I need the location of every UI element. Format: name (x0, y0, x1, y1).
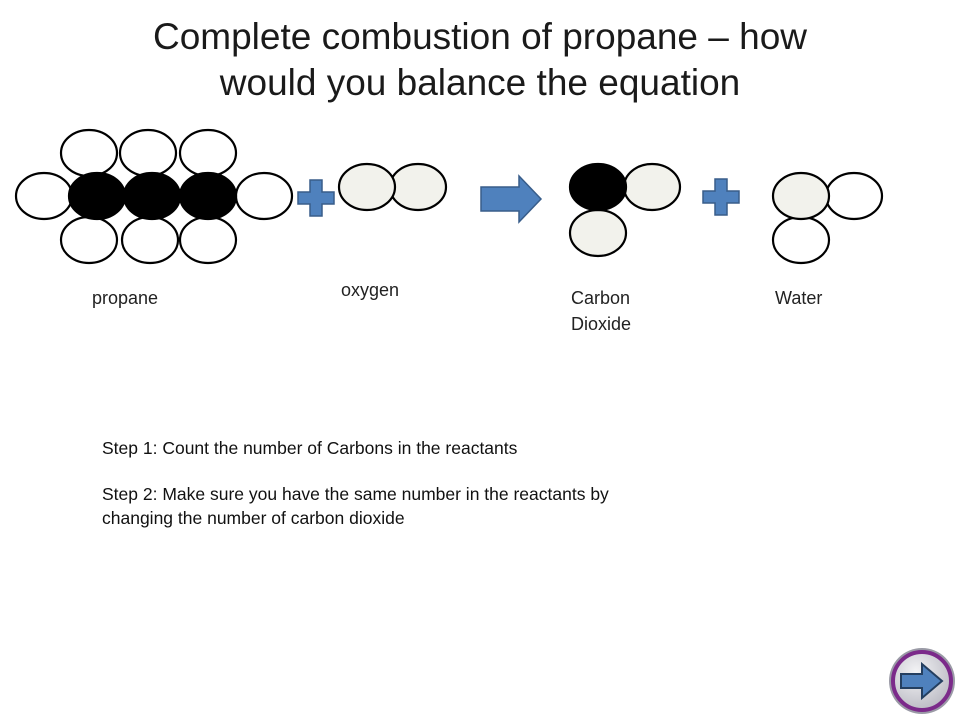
carbon-atom (178, 171, 238, 221)
hydrogen-atom (178, 128, 238, 178)
plus-icon (702, 178, 740, 216)
hydrogen-atom (59, 215, 119, 265)
carbon-dioxide-label: Carbon Dioxide (571, 285, 631, 337)
oxygen-atom (388, 162, 448, 212)
step-1-text: Step 1: Count the number of Carbons in t… (102, 438, 518, 458)
carbon-atom (568, 162, 628, 212)
carbon-dioxide-label-line-1: Carbon (571, 288, 631, 308)
hydrogen-atom (59, 128, 119, 178)
hydrogen-atom (178, 215, 238, 265)
hydrogen-atom (14, 171, 74, 221)
arrow-right-icon (480, 174, 543, 224)
step-2-text-line-1: Step 2: Make sure you have the same numb… (102, 484, 609, 504)
oxygen-label: oxygen (341, 280, 400, 300)
carbon-atom (122, 171, 182, 221)
oxygen-atom (771, 171, 831, 221)
water-label: Water (775, 288, 823, 308)
hydrogen-atom (824, 171, 884, 221)
carbon-dioxide-label-line-2: Dioxide (571, 314, 632, 334)
hydrogen-atom (771, 215, 831, 265)
propane-label: propane (92, 288, 159, 308)
carbon-dioxide-molecule (568, 162, 682, 258)
oxygen-atom (568, 208, 628, 258)
plus-icon (297, 179, 335, 217)
hydrogen-atom (118, 128, 178, 178)
carbon-atom (67, 171, 127, 221)
title-line-1: Complete combustion of propane – how (152, 16, 808, 57)
hydrogen-atom (120, 215, 180, 265)
step-2-text-line-2: changing the number of carbon dioxide (102, 508, 405, 528)
oxygen-atom (337, 162, 397, 212)
hydrogen-atom (234, 171, 294, 221)
next-button[interactable] (886, 645, 958, 717)
instructions: Step 1: Count the number of Carbons in t… (102, 436, 862, 530)
water-molecule (771, 171, 884, 265)
next-arrow-icon (900, 661, 944, 701)
oxygen-atom (622, 162, 682, 212)
title-line-2: would you balance the equation (219, 62, 741, 103)
oxygen-molecule (337, 162, 448, 212)
propane-molecule (14, 128, 294, 265)
page-title: Complete combustion of propane – how wou… (60, 14, 900, 106)
